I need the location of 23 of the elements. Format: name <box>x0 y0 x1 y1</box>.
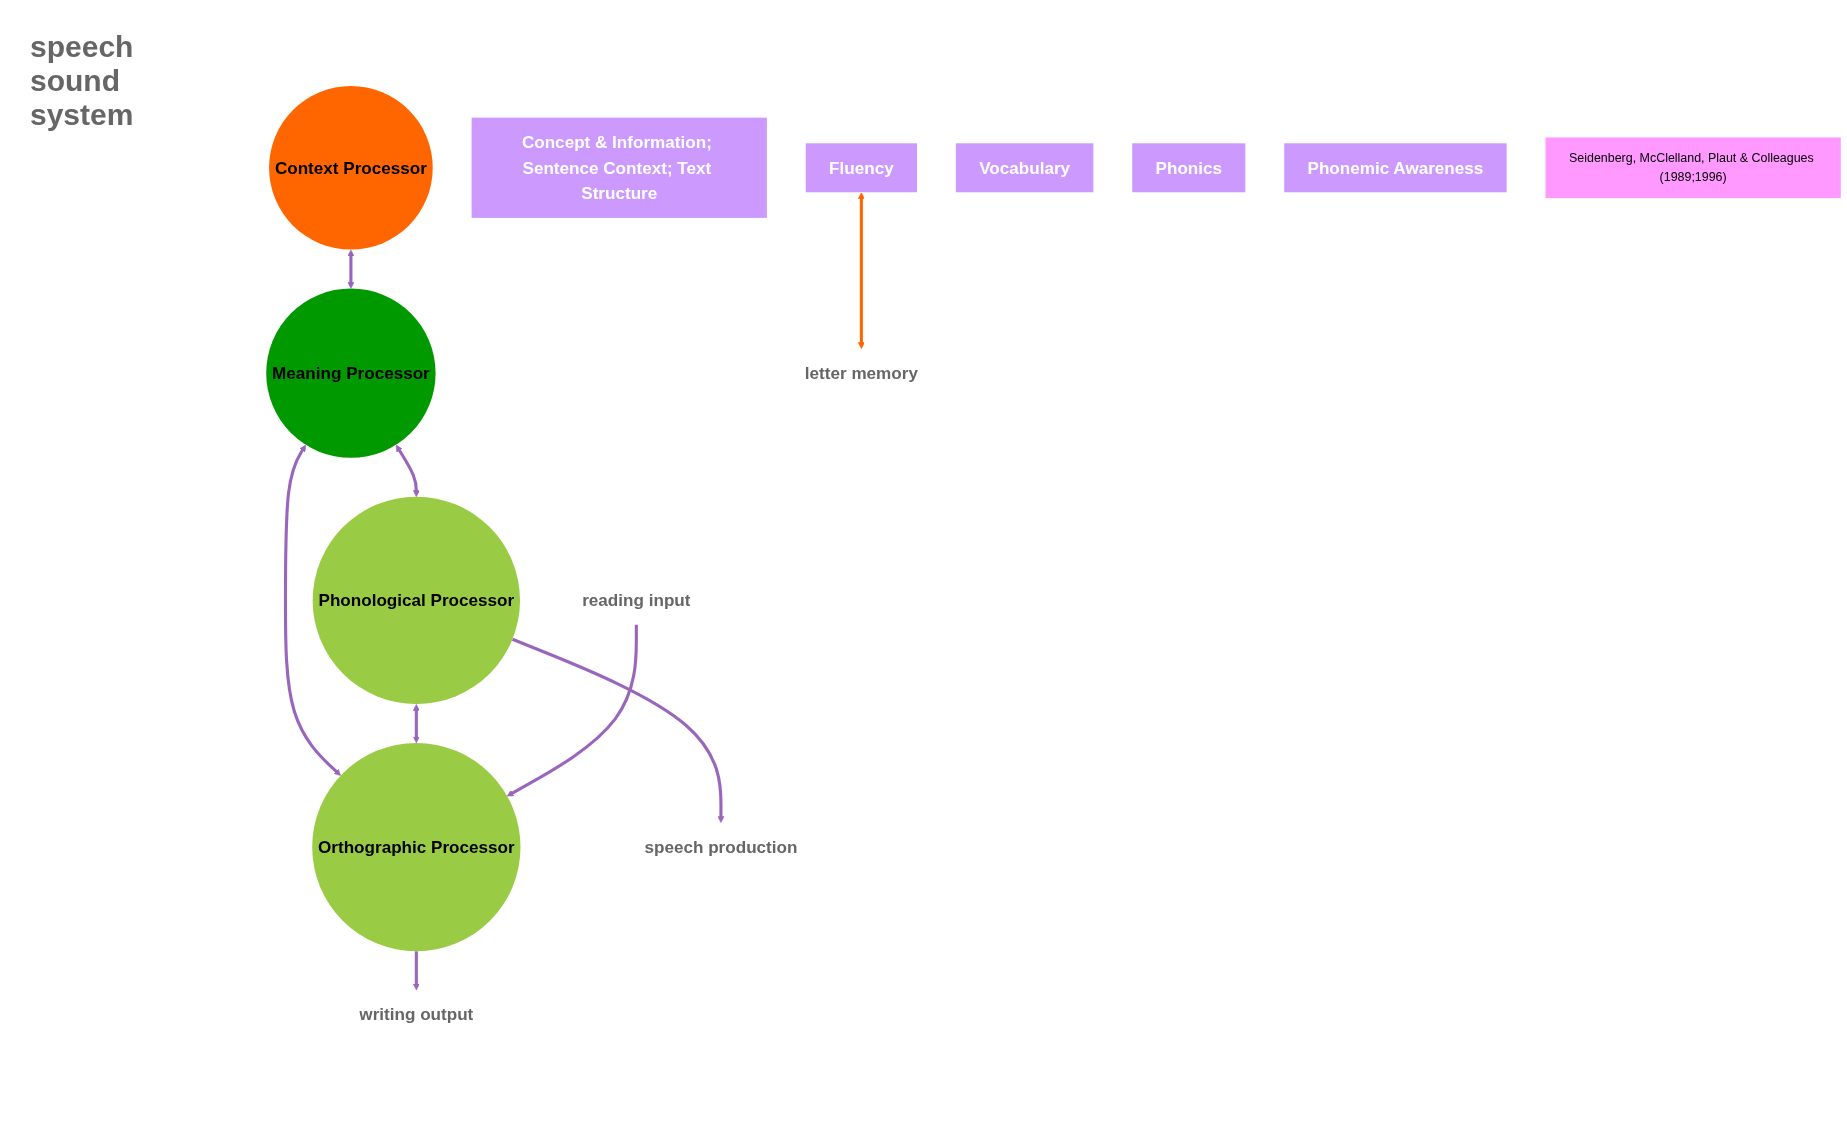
arrow <box>412 951 420 991</box>
node-box: Fluency <box>805 143 917 193</box>
node-text: speech production <box>644 837 798 857</box>
arrow <box>347 249 355 289</box>
arrow <box>506 624 638 797</box>
node-circle: Phonological Processor <box>312 496 520 705</box>
note-text: speech sound system <box>30 30 135 132</box>
node-text: writing output <box>359 1004 474 1025</box>
node-box: Seidenberg, McClelland, Plaut & Colleagues (1989;1996) <box>1545 137 1841 199</box>
node-circle: Orthographic Processor <box>312 742 521 952</box>
arrow <box>283 444 341 776</box>
arrow <box>395 444 420 497</box>
arrow <box>857 192 865 349</box>
node-box: Concept & Information; Sentence Context; Text Structure <box>471 117 767 218</box>
node-text: letter memory <box>804 363 918 383</box>
node-circle: Meaning Processor <box>266 288 436 458</box>
node-text: reading input <box>582 590 691 611</box>
node-circle: Context Processor <box>269 85 433 250</box>
node-box: Phonics <box>1132 143 1246 193</box>
arrow <box>412 704 420 744</box>
node-box: Vocabulary <box>955 143 1094 193</box>
arrow <box>511 637 725 823</box>
node-box: Phonemic Awareness <box>1284 143 1507 193</box>
